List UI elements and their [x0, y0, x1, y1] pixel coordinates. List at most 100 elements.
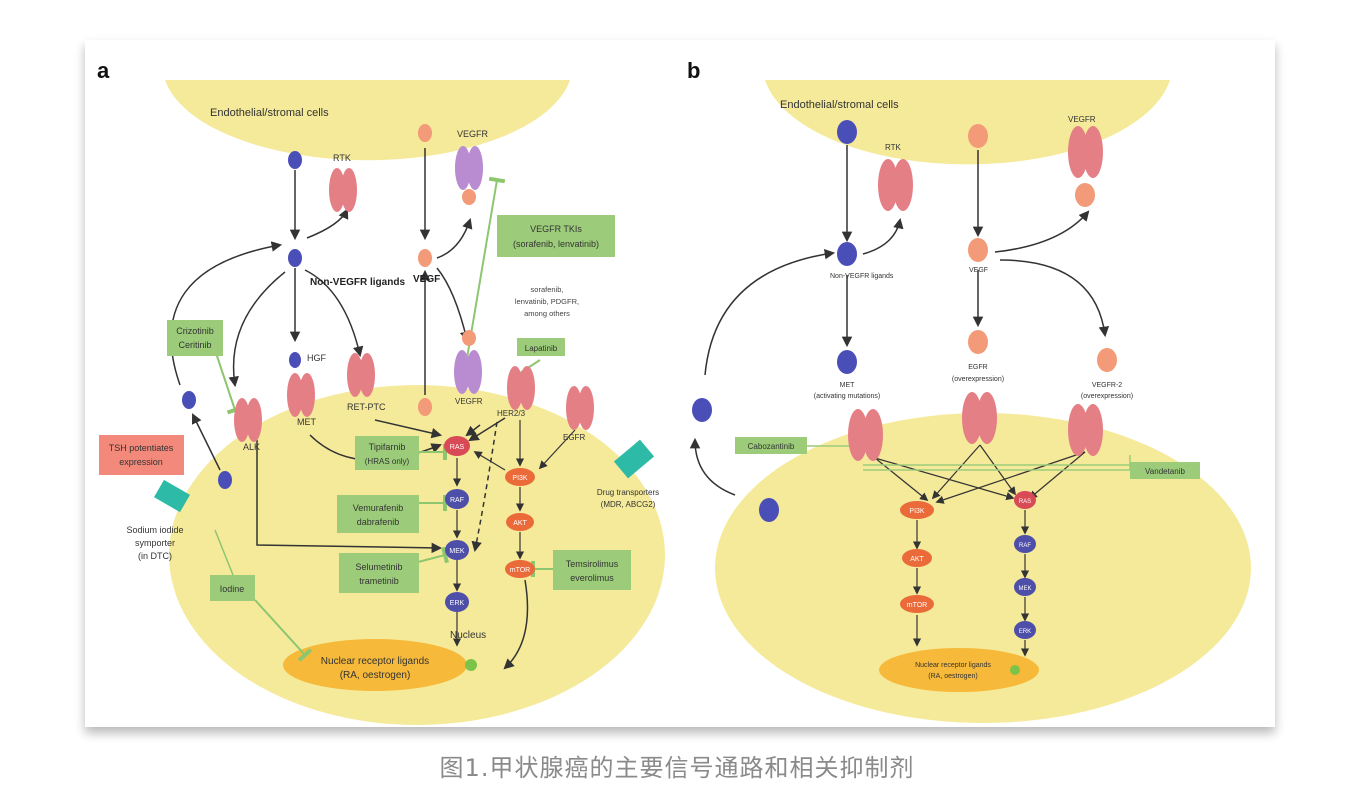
- panel-b-main-cell: [715, 413, 1251, 723]
- arrow: [256, 440, 443, 554]
- label-vegfr2-b-l1: VEGFR-2: [1092, 382, 1122, 389]
- panel-a-letter: a: [97, 58, 110, 83]
- ligand-orange: [968, 124, 988, 148]
- ligand-blue: [218, 471, 232, 489]
- arrow: [191, 413, 221, 471]
- svg-text:TSH potentiates: TSH potentiates: [109, 443, 174, 453]
- receptor-her23: [507, 366, 535, 410]
- panel-b-letter: b: [687, 58, 700, 83]
- node-pi3k-b: [900, 501, 934, 519]
- node-mek: [445, 540, 469, 560]
- inhibitor-tipifarnib: Tipifarnib (HRAS only): [355, 436, 419, 470]
- dna-icon: [465, 659, 477, 671]
- label-non-vegfr-b: Non-VEGFR ligands: [830, 273, 894, 280]
- receptor-rtk-b: [878, 159, 913, 211]
- svg-text:Tipifarnib: Tipifarnib: [369, 442, 406, 452]
- figure-caption: 图1.甲状腺癌的主要信号通路和相关抑制剂: [439, 754, 915, 782]
- ligand-blue: [692, 398, 712, 422]
- receptor-met-b: [848, 409, 883, 461]
- panel-a-top-cell: [165, 80, 570, 161]
- ligand-blue: [182, 391, 196, 409]
- receptor-vegfr-top: [455, 146, 483, 190]
- label-alk: ALK: [243, 442, 260, 452]
- arrow: [374, 419, 443, 439]
- ligand-blue: [837, 242, 857, 266]
- node-pi3k: [505, 468, 535, 486]
- ligand-orange: [968, 330, 988, 354]
- svg-text:dabrafenib: dabrafenib: [357, 517, 400, 527]
- arrow: [306, 208, 349, 239]
- node-mtor: [505, 560, 535, 578]
- drug-transporter-icon: [613, 439, 655, 479]
- inhibitor-temsirolimus: Temsirolimus everolimus: [553, 550, 631, 590]
- arrow: [228, 271, 286, 388]
- arrow: [503, 579, 529, 670]
- inhibit-line: [214, 349, 244, 415]
- inhibitor-vemurafenib: Vemurafenib dabrafenib: [337, 495, 419, 533]
- label-ras-b: RAS: [1019, 499, 1031, 505]
- panel-b-top-cell: [765, 80, 1170, 165]
- svg-text:(sorafenib, lenvatinib): (sorafenib, lenvatinib): [513, 239, 599, 249]
- inhibitor-iodine: Iodine: [210, 575, 255, 601]
- node-mtor-b: [900, 595, 934, 613]
- node-akt-b: [902, 549, 932, 567]
- svg-text:Ceritinib: Ceritinib: [178, 340, 211, 350]
- note-nis-l2: symporter: [135, 538, 175, 548]
- label-ras: RAS: [450, 444, 465, 451]
- panel-a-nucleus-label: Nucleus: [450, 630, 486, 641]
- svg-text:Vemurafenib: Vemurafenib: [353, 503, 404, 513]
- inhibit-line: [254, 599, 313, 662]
- label-vegf: VEGF: [413, 274, 440, 285]
- svg-text:expression: expression: [119, 457, 163, 467]
- note-nis-l1: Sodium iodide: [126, 525, 183, 535]
- label-erk: ERK: [450, 600, 465, 607]
- arrow: [538, 429, 576, 470]
- inhibitor-selumetinib: Selumetinib trametinib: [339, 553, 419, 593]
- svg-text:Vandetanib: Vandetanib: [1145, 467, 1185, 476]
- inhibitor-crizotinib: Crizotinib Ceritinib: [167, 320, 223, 356]
- dashed-arrow: [471, 421, 498, 553]
- arrow: [468, 417, 506, 442]
- panel-a-nuclear-l2: (RA, oestrogen): [340, 670, 411, 681]
- ligand-orange: [418, 124, 432, 142]
- label-akt: AKT: [513, 520, 527, 527]
- receptor-ret-ptc: [347, 353, 375, 397]
- arrow: [999, 259, 1110, 338]
- svg-text:VEGFR TKIs: VEGFR TKIs: [530, 224, 582, 234]
- label-rtk: RTK: [333, 153, 351, 163]
- label-raf-b: RAF: [1019, 543, 1031, 549]
- arrow: [170, 241, 283, 386]
- label-mek-b: MEK: [1018, 586, 1031, 592]
- inhibitor-cabozantinib: Cabozantinib: [735, 437, 807, 454]
- panel-a-nuclear-l1: Nuclear receptor ligands: [321, 656, 429, 667]
- label-her23: HER2/3: [497, 409, 526, 418]
- ligand-orange: [1075, 183, 1095, 207]
- diagram-canvas: a Endothelial/stromal cells Nuclear rece…: [97, 58, 1251, 725]
- inhibitor-vegfr-tkis: VEGFR TKIs (sorafenib, lenvatinib): [497, 215, 615, 257]
- receptor-egfr: [566, 386, 594, 430]
- svg-text:Iodine: Iodine: [220, 584, 245, 594]
- node-ras: [444, 436, 470, 456]
- svg-text:among others: among others: [524, 309, 570, 318]
- label-egfr: EGFR: [563, 433, 585, 442]
- panel-a-top-cell-label: Endothelial/stromal cells: [210, 107, 329, 119]
- arrow: [436, 267, 471, 343]
- ligand-blue: [288, 249, 302, 267]
- svg-text:Crizotinib: Crizotinib: [176, 326, 214, 336]
- arrow: [304, 269, 364, 358]
- ligand-blue: [288, 151, 302, 169]
- panel-b-nucleus: [879, 648, 1039, 692]
- label-met-b-l1: MET: [840, 382, 856, 389]
- label-pi3k: PI3K: [512, 475, 528, 482]
- label-pi3k-b: PI3K: [909, 508, 925, 515]
- note-drug-l1: Drug transporters: [597, 488, 659, 497]
- receptor-vegfr2-b: [1068, 404, 1103, 456]
- label-vegf-b: VEGF: [969, 267, 988, 274]
- receptor-met: [287, 373, 315, 417]
- note-vegf-targets: sorafenib, lenvatinib, PDGFR, among othe…: [515, 285, 579, 318]
- ligand-orange: [462, 330, 476, 346]
- receptor-egfr-b: [962, 392, 997, 444]
- label-egfr-b-l1: EGFR: [968, 364, 987, 371]
- label-vegfr-b: VEGFR: [1068, 115, 1096, 124]
- node-raf: [445, 489, 469, 509]
